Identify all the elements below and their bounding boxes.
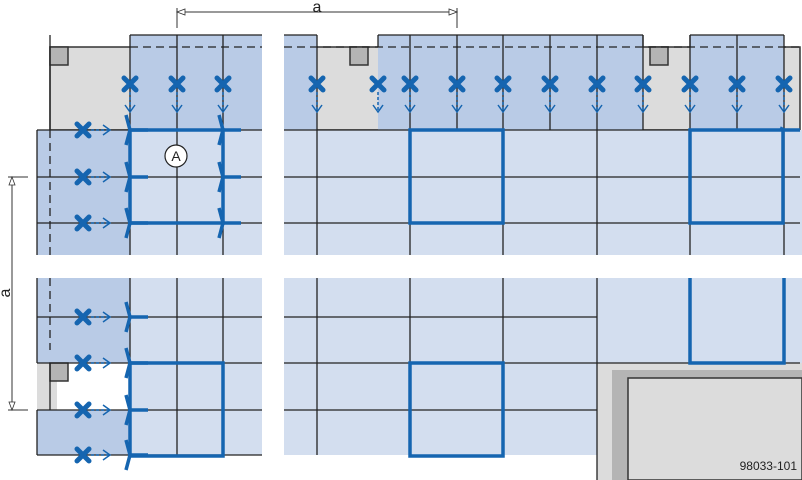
cross-icon: [74, 354, 92, 372]
highlight-frame-partial: [688, 278, 786, 365]
cross-icon: [588, 75, 606, 93]
highlight-frame: [688, 128, 785, 225]
cross-icon: [401, 75, 419, 93]
arrow-head: [102, 357, 112, 369]
dimension-top-label: a: [313, 0, 322, 16]
marker-label: A: [171, 148, 181, 164]
cross-icon: [728, 75, 746, 93]
cross-icon: [74, 168, 92, 186]
cross-icon: [74, 121, 92, 139]
cross-icon: [74, 308, 92, 326]
cross-icon: [214, 75, 232, 93]
column-square: [349, 46, 369, 66]
arrow-head: [591, 104, 603, 114]
marker-circle: [164, 144, 188, 168]
highlight-frame: [408, 128, 505, 225]
arrow-head: [124, 104, 136, 114]
panel-area-right-mid: [597, 278, 802, 363]
cross-icon: [369, 75, 387, 93]
cross-icon: [74, 214, 92, 232]
cross-icon: [74, 401, 92, 419]
arrow-head: [451, 104, 463, 114]
cross-icon: [168, 75, 186, 93]
arrow-head: [102, 171, 112, 183]
cross-icon: [634, 75, 652, 93]
cross-icon: [494, 75, 512, 93]
panel-strip-left: [37, 130, 130, 255]
gap-horizontal: [0, 255, 802, 278]
panel-area-right-top: [284, 130, 802, 278]
figure-id: 98033-101: [740, 459, 798, 473]
panel-strip-top: [284, 35, 317, 130]
arrow-head: [311, 104, 323, 114]
arrow-head: [171, 104, 183, 114]
dimension-lines: [8, 8, 459, 412]
arrow-head: [637, 104, 649, 114]
column-square: [649, 46, 669, 66]
cross-icon: [448, 75, 466, 93]
arrow-head: [778, 104, 790, 114]
panel-strip-left: [37, 410, 130, 455]
column-square: [49, 362, 69, 382]
gray-wall: [627, 377, 802, 480]
panel-area-right-bottom: [284, 278, 597, 455]
arrow-head: [102, 449, 112, 461]
arrow-head: [217, 104, 229, 114]
panel-strip-top: [378, 35, 643, 130]
arrow-head: [102, 311, 112, 323]
cross-icon: [74, 446, 92, 464]
panel-strip-top: [130, 35, 262, 130]
cross-icon: [541, 75, 559, 93]
arrow-head: [684, 104, 696, 114]
cross-icon: [308, 75, 326, 93]
arrow-head: [102, 124, 112, 136]
panel-area-left: [130, 130, 262, 455]
arrow-head: [404, 104, 416, 114]
cross-icon: [775, 75, 793, 93]
highlight-frame: [408, 361, 505, 458]
highlight-frames: [128, 128, 786, 458]
arrow-head: [731, 104, 743, 114]
cross-icon: [121, 75, 139, 93]
symbols: [74, 75, 800, 471]
arrow-head: [544, 104, 556, 114]
tie-anchor: [779, 126, 800, 132]
arrow-head: [497, 104, 509, 114]
arrow-head: [372, 104, 384, 114]
cross-icon: [681, 75, 699, 93]
gap-vertical: [262, 0, 284, 480]
arrow-head: [102, 217, 112, 229]
arrow-head: [102, 404, 112, 416]
column-square: [49, 46, 69, 66]
dimension-left-label: a: [0, 288, 14, 297]
